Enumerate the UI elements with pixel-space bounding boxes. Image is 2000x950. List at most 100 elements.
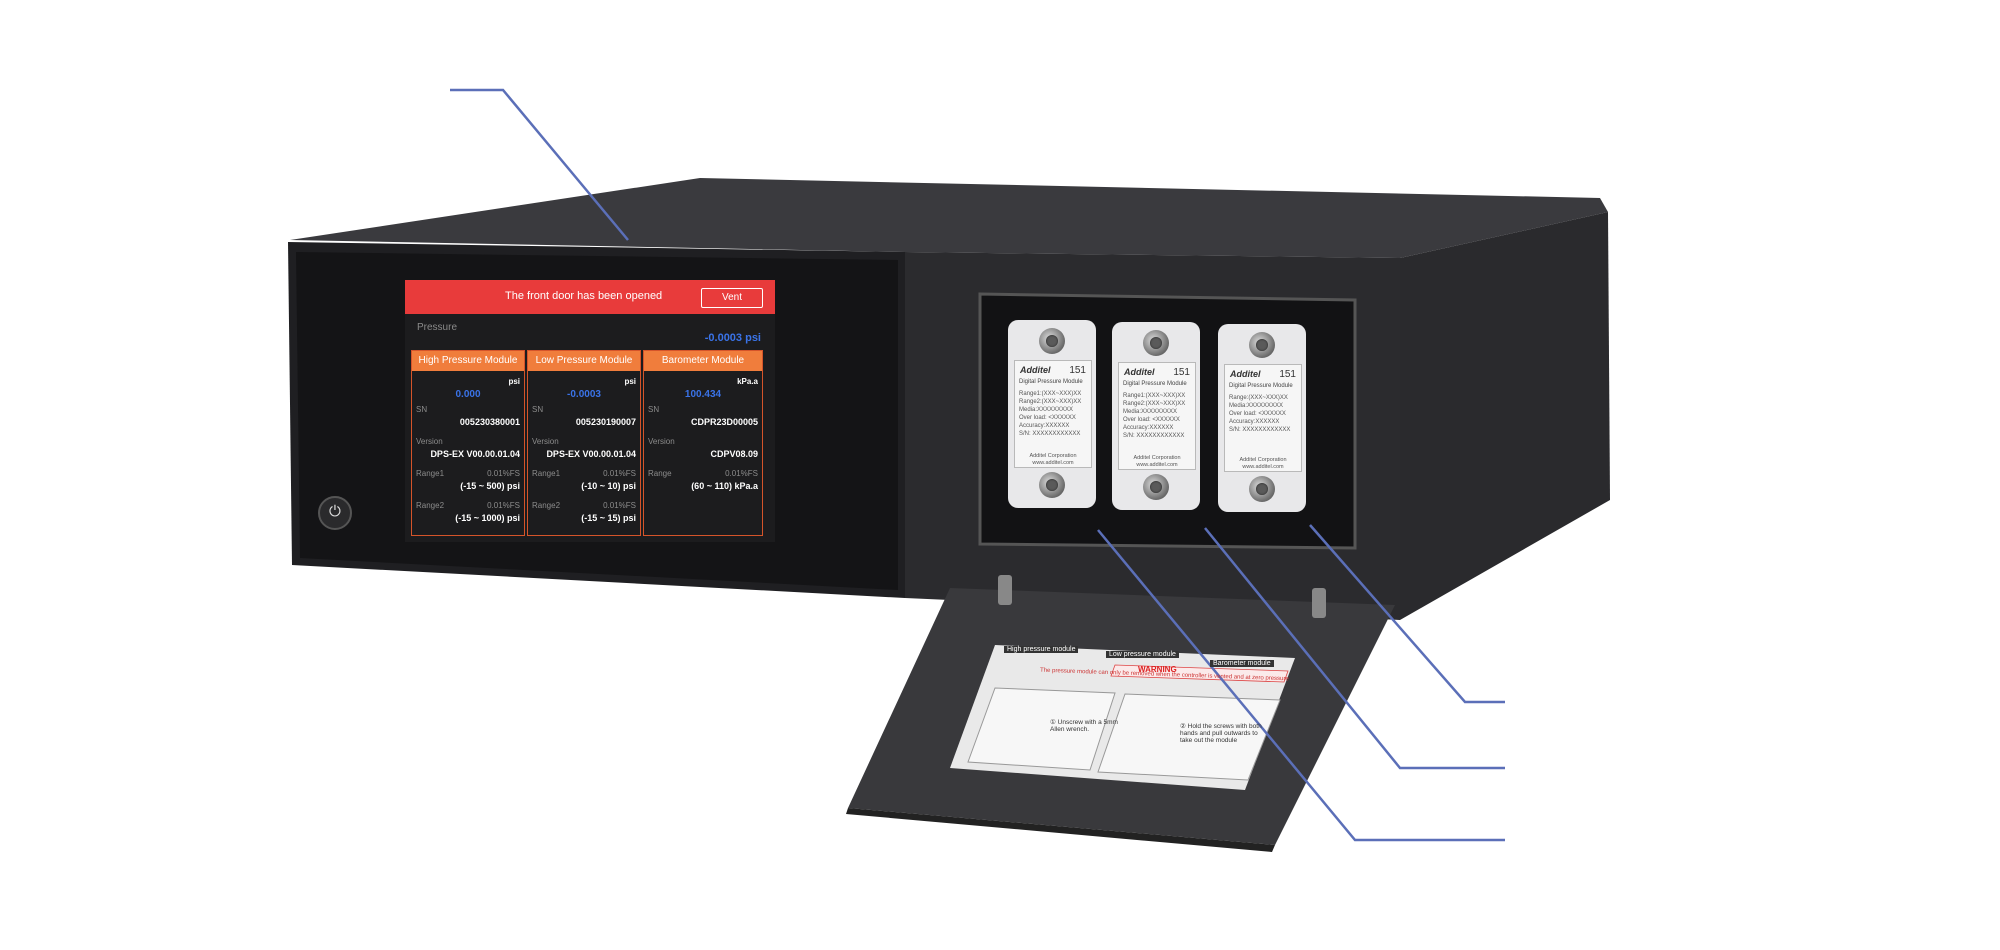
door-hinge-left bbox=[998, 575, 1012, 605]
module-subtitle: Digital Pressure Module bbox=[1123, 381, 1187, 387]
door-alert-bar: The front door has been opened Vent bbox=[405, 280, 775, 314]
high-pressure-module-panel[interactable]: High Pressure Module psi 0.000 SN 005230… bbox=[411, 350, 525, 536]
spec-line: Over load: <XXXXXX bbox=[1019, 415, 1076, 421]
range2-label: Range2 bbox=[416, 501, 445, 510]
door-warning-title: WARNING bbox=[1138, 665, 1177, 674]
range2-value: (-15 ~ 15) psi bbox=[581, 513, 636, 523]
spec-line: Range2:(XXX~XXX)XX bbox=[1019, 399, 1082, 405]
range2-value: (-15 ~ 1000) psi bbox=[455, 513, 520, 523]
range-accuracy: 0.01%FS bbox=[725, 469, 758, 478]
spec-line: Range2:(XXX~XXX)XX bbox=[1123, 401, 1186, 407]
sn-label: SN bbox=[648, 405, 660, 414]
leader-line-device bbox=[450, 88, 629, 241]
spec-line: Media:XXXXXXXXX bbox=[1019, 407, 1074, 413]
module-value: 100.434 bbox=[684, 389, 722, 400]
barometer-module[interactable]: Additel 151 Digital Pressure Module Rang… bbox=[1218, 324, 1306, 512]
spec-line: S/N: XXXXXXXXXXXX bbox=[1019, 431, 1081, 437]
vent-button[interactable]: Vent bbox=[701, 288, 763, 308]
device-right-side bbox=[1400, 212, 1610, 620]
spec-line: Range:(XXX~XXX)XX bbox=[1229, 395, 1288, 401]
alert-message: The front door has been opened bbox=[505, 290, 663, 302]
spec-line: Accuracy:XXXXXX bbox=[1019, 423, 1070, 429]
spec-line: Media:XXXXXXXXX bbox=[1229, 403, 1284, 409]
module-label-card: Additel 151 Digital Pressure Module Rang… bbox=[1118, 362, 1196, 470]
range2-accuracy: 0.01%FS bbox=[603, 501, 636, 510]
model-number: 151 bbox=[1069, 365, 1086, 376]
power-button[interactable]: ⏻ bbox=[318, 496, 352, 530]
range2-accuracy: 0.01%FS bbox=[487, 501, 520, 510]
module-web: www.additel.com bbox=[1242, 464, 1284, 470]
module-subtitle: Digital Pressure Module bbox=[1229, 383, 1293, 389]
barometer-module-panel[interactable]: Barometer Module kPa.a 100.434 SN CDPR23… bbox=[643, 350, 763, 536]
spec-line: Over load: <XXXXXX bbox=[1123, 417, 1180, 423]
touch-screen[interactable]: The front door has been opened Vent Pres… bbox=[405, 280, 775, 542]
version-label: Version bbox=[416, 437, 443, 446]
spec-line: Accuracy:XXXXXX bbox=[1123, 425, 1174, 431]
low-pressure-module-panel[interactable]: Low Pressure Module psi -0.0003 SN 00523… bbox=[527, 350, 641, 536]
spec-line: Over load: <XXXXXX bbox=[1229, 411, 1286, 417]
low-pressure-module[interactable]: Additel 151 Digital Pressure Module Rang… bbox=[1112, 322, 1200, 510]
version-value: DPS-EX V00.00.01.04 bbox=[430, 449, 520, 459]
spec-line: Range1:(XXX~XXX)XX bbox=[1019, 391, 1082, 397]
sn-value: CDPR23D00005 bbox=[690, 417, 758, 427]
module-unit: psi bbox=[624, 377, 636, 386]
spec-line: S/N: XXXXXXXXXXXX bbox=[1123, 433, 1185, 439]
range-value: (60 ~ 110) kPa.a bbox=[691, 481, 758, 491]
pressure-label: Pressure bbox=[417, 322, 458, 333]
module-corp: Additel Corporation bbox=[1029, 453, 1077, 459]
door-tab-barometer: Barometer module bbox=[1210, 660, 1274, 667]
spec-line: Accuracy:XXXXXX bbox=[1229, 419, 1280, 425]
module-top-screw[interactable] bbox=[1143, 330, 1169, 356]
module-unit: kPa.a bbox=[737, 377, 758, 386]
module-value: 0.000 bbox=[455, 389, 481, 400]
range1-accuracy: 0.01%FS bbox=[603, 469, 636, 478]
door-step-1: ① Unscrew with a 5mm Allen wrench. bbox=[1050, 719, 1118, 733]
module-subtitle: Digital Pressure Module bbox=[1019, 379, 1083, 385]
door-tab-high: High pressure module bbox=[1004, 646, 1079, 653]
sn-value: 005230380001 bbox=[459, 417, 520, 427]
leader-line-barometer bbox=[1309, 524, 1505, 704]
module-title: Low Pressure Module bbox=[528, 351, 640, 371]
module-title: High Pressure Module bbox=[412, 351, 524, 371]
version-label: Version bbox=[648, 437, 675, 446]
module-value: -0.0003 bbox=[567, 389, 601, 400]
range1-value: (-10 ~ 10) psi bbox=[581, 481, 636, 491]
pressure-value: -0.0003 psi bbox=[704, 332, 761, 344]
model-number: 151 bbox=[1173, 367, 1190, 378]
model-number: 151 bbox=[1279, 369, 1296, 380]
sn-label: SN bbox=[416, 405, 428, 414]
brand-logo: Additel bbox=[1230, 369, 1261, 379]
spec-line: S/N: XXXXXXXXXXXX bbox=[1229, 427, 1291, 433]
door-step-2: ② Hold the screws with both hands and pu… bbox=[1180, 723, 1262, 744]
version-value: CDPV08.09 bbox=[710, 449, 758, 459]
leader-line-high-pressure bbox=[1097, 529, 1505, 842]
high-pressure-module[interactable]: Additel 151 Digital Pressure Module Rang… bbox=[1008, 320, 1096, 508]
range1-value: (-15 ~ 500) psi bbox=[460, 481, 520, 491]
brand-logo: Additel bbox=[1124, 367, 1155, 377]
spec-line: Media:XXXXXXXXX bbox=[1123, 409, 1178, 415]
range-label: Range bbox=[648, 469, 672, 478]
module-web: www.additel.com bbox=[1032, 460, 1074, 466]
module-corp: Additel Corporation bbox=[1133, 455, 1181, 461]
module-top-screw[interactable] bbox=[1249, 332, 1275, 358]
spec-line: Range1:(XXX~XXX)XX bbox=[1123, 393, 1186, 399]
module-bottom-screw[interactable] bbox=[1143, 474, 1169, 500]
sn-value: 005230190007 bbox=[575, 417, 636, 427]
range1-label: Range1 bbox=[416, 469, 445, 478]
module-bottom-screw[interactable] bbox=[1249, 476, 1275, 502]
module-bottom-screw[interactable] bbox=[1039, 472, 1065, 498]
module-label-card: Additel 151 Digital Pressure Module Rang… bbox=[1014, 360, 1092, 468]
version-value: DPS-EX V00.00.01.04 bbox=[546, 449, 636, 459]
module-title: Barometer Module bbox=[644, 351, 762, 371]
module-top-screw[interactable] bbox=[1039, 328, 1065, 354]
door-tab-low: Low pressure module bbox=[1106, 651, 1179, 658]
version-label: Version bbox=[532, 437, 559, 446]
module-label-card: Additel 151 Digital Pressure Module Rang… bbox=[1224, 364, 1302, 472]
device-top-surface bbox=[290, 178, 1608, 258]
module-web: www.additel.com bbox=[1136, 462, 1178, 468]
door-hinge-right bbox=[1312, 588, 1326, 618]
power-icon: ⏻ bbox=[329, 503, 341, 520]
front-door-edge bbox=[846, 808, 1275, 852]
